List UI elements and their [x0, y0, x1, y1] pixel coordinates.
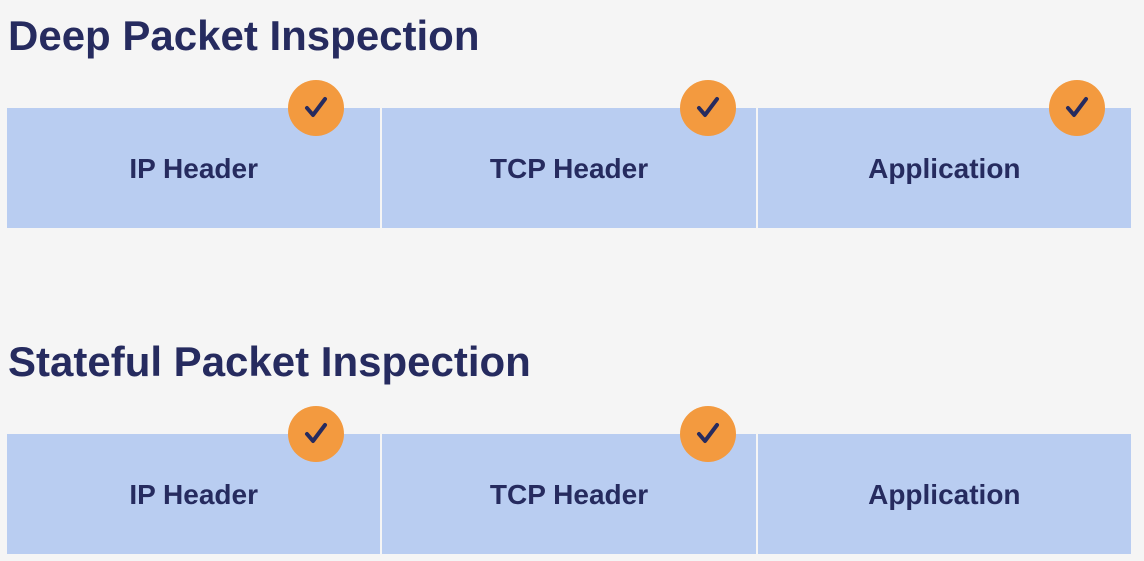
layer-label: IP Header: [129, 479, 258, 510]
layer-label: TCP Header: [489, 479, 649, 510]
layer-label: TCP Header: [489, 153, 649, 184]
layer-row: IP Header TCP Header Application: [7, 80, 1131, 228]
layer-label: Application: [868, 479, 1021, 510]
checkmark-icon: [288, 80, 345, 136]
layer-row: IP Header TCP Header Application: [7, 406, 1131, 554]
checkmark-icon: [679, 80, 736, 136]
layer-ip-header: IP Header: [7, 80, 381, 228]
section-title: Stateful Packet Inspection: [8, 338, 531, 385]
layer-application: Application: [757, 80, 1131, 228]
layer-tcp-header: TCP Header: [382, 80, 756, 228]
checkmark-icon: [288, 406, 345, 462]
layer-label: Application: [868, 153, 1021, 184]
checkmark-icon: [679, 406, 736, 462]
layer-tcp-header: TCP Header: [382, 406, 756, 554]
checkmark-icon: [1048, 80, 1105, 136]
layer-ip-header: IP Header: [7, 406, 381, 554]
layer-label: IP Header: [129, 153, 258, 184]
section-title: Deep Packet Inspection: [8, 12, 480, 59]
layer-application: Application: [757, 434, 1131, 554]
